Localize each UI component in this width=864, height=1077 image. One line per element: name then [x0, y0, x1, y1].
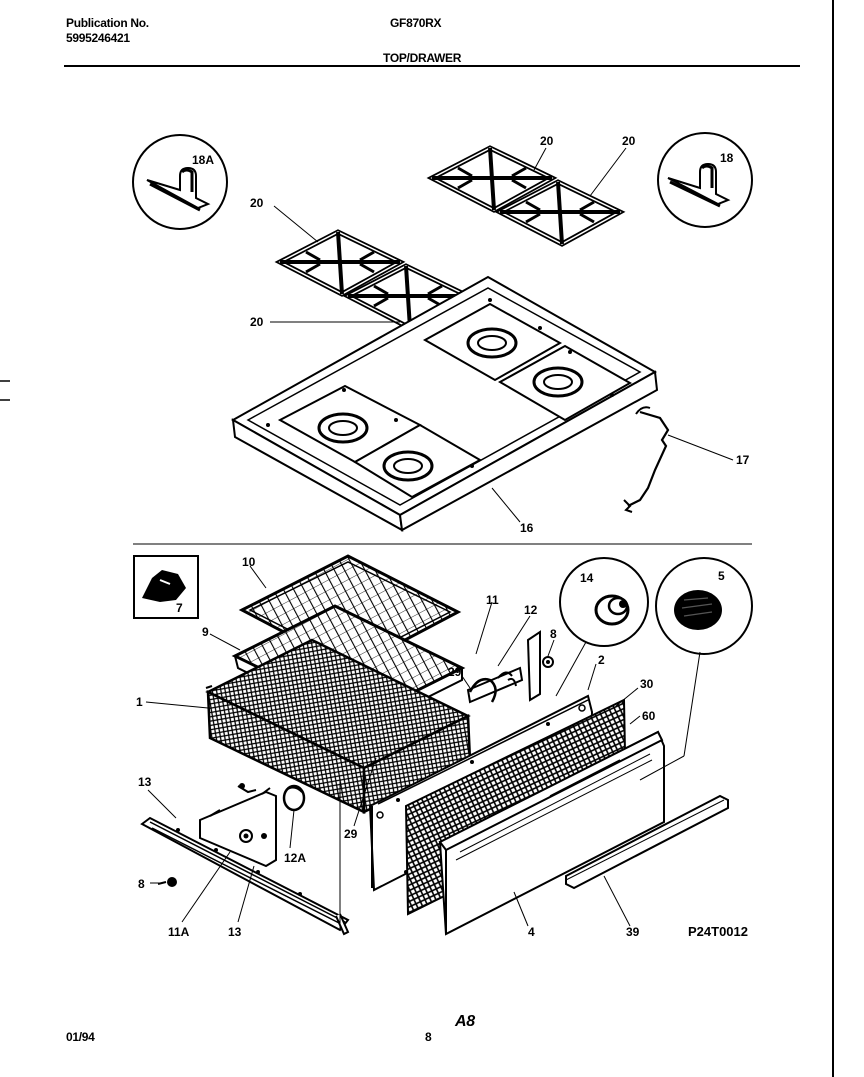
spring-wire: [623, 406, 670, 513]
callout-11A: 11A: [168, 925, 190, 939]
callout-labels: 18A 18 20 20 20 20 17 16 10 7 9 1 11 12 …: [136, 134, 750, 939]
callout-29: 29: [344, 827, 358, 841]
broiler-drawer: [205, 638, 472, 815]
callout-29: 29: [448, 665, 462, 679]
detail-circle-18: [657, 132, 753, 228]
callout-14: 14: [580, 571, 594, 585]
footer-date: 01/94: [66, 1030, 95, 1044]
drawer-bracket: [466, 630, 554, 704]
side-bracket: [199, 783, 277, 868]
callout-9: 9: [202, 625, 209, 639]
diagram-code: P24T0012: [688, 924, 748, 939]
callout-16: 16: [520, 521, 534, 535]
footer-code: A8: [455, 1013, 475, 1030]
screw: [157, 877, 177, 887]
model-number: GF870RX: [390, 16, 442, 30]
callout-18A: 18A: [192, 153, 214, 167]
callout-8: 8: [550, 627, 557, 641]
detail-circle-18A: [132, 134, 228, 230]
burner-grate: [494, 179, 626, 247]
callout-20: 20: [250, 196, 264, 210]
callout-13: 13: [228, 925, 242, 939]
burner-grate: [426, 145, 558, 213]
callout-2: 2: [598, 653, 605, 667]
drawer-rail: [140, 816, 350, 936]
publication-number: 5995246421: [66, 31, 130, 45]
callout-17: 17: [736, 453, 750, 467]
callout-1: 1: [136, 695, 143, 709]
section-title: TOP/DRAWER: [383, 51, 462, 65]
callout-60: 60: [642, 709, 656, 723]
burner-grate: [274, 229, 406, 297]
callout-39: 39: [626, 925, 640, 939]
leader-lines: [270, 147, 734, 523]
callout-11: 11: [486, 593, 499, 607]
detail-box-7: [133, 555, 199, 619]
callout-30: 30: [640, 677, 654, 691]
callout-12A: 12A: [284, 851, 306, 865]
callout-12: 12: [524, 603, 538, 617]
drawer-front-panel: [438, 730, 665, 936]
callout-20: 20: [622, 134, 636, 148]
callout-5: 5: [718, 569, 725, 583]
trim-strip: [565, 794, 729, 890]
callout-4: 4: [528, 925, 535, 939]
cooktop-panel: [230, 275, 659, 532]
footer-page-number: 8: [425, 1030, 432, 1044]
callout-10: 10: [242, 555, 256, 569]
publication-label: Publication No.: [66, 16, 149, 30]
callout-7: 7: [176, 601, 183, 615]
callout-8: 8: [138, 877, 145, 891]
detail-circle-5: [655, 557, 753, 655]
spring-clip: [468, 677, 517, 703]
callout-13: 13: [138, 775, 152, 789]
leader-lines: [145, 565, 701, 930]
roller-clip: [282, 784, 306, 812]
callout-20: 20: [250, 315, 264, 329]
callout-18: 18: [720, 151, 734, 165]
detail-circle-14: [559, 557, 649, 647]
callout-20: 20: [540, 134, 554, 148]
